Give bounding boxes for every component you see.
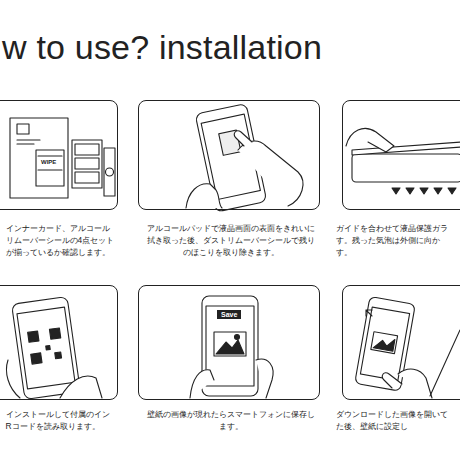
- kit-illustration: [10, 118, 115, 198]
- save-illustration: [190, 296, 273, 398]
- wipe-illustration: [186, 103, 303, 212]
- step-panel: インストールして付属のイン Rコードを読み取ります。: [0, 285, 118, 400]
- step-caption: ダウンロードした画像を開いて た後、壁紙に設定し: [336, 408, 456, 432]
- glass-illustration: [346, 128, 460, 194]
- step-panel: ダウンロードした画像を開いて た後、壁紙に設定し: [342, 285, 460, 400]
- qr-illustration: [7, 297, 103, 400]
- step-caption: ガイドを合わせて液晶保護ガラ す。残った気泡は外側に向か す。: [336, 222, 456, 259]
- step-panel: ガイドを合わせて液晶保護ガラ す。残った気泡は外側に向か す。: [342, 100, 460, 210]
- step-panel: インナーカード、アルコール リムーバーシールの4点セット が揃っているか確認しま…: [0, 100, 118, 210]
- button-label: Save: [217, 310, 241, 319]
- step-caption: 壁紙の画像が現れたらスマートフォンに保存し ます。: [136, 408, 326, 432]
- product-label: WIPE: [40, 159, 57, 165]
- step-panel: 壁紙の画像が現れたらスマートフォンに保存し ます。: [138, 285, 320, 400]
- wallpaper-illustration: [355, 297, 460, 398]
- step-caption: インストールして付属のイン Rコードを読み取ります。: [6, 408, 131, 432]
- step-panel: アルコールパッドで液晶画面の表面をきれいに 拭き取った後、ダストリムーバーシール…: [138, 100, 320, 210]
- page-title: w to use? installation: [2, 28, 322, 67]
- step-caption: インナーカード、アルコール リムーバーシールの4点セット が揃っているか確認しま…: [6, 222, 131, 259]
- step-caption: アルコールパッドで液晶画面の表面をきれいに 拭き取った後、ダストリムーバーシール…: [136, 222, 326, 259]
